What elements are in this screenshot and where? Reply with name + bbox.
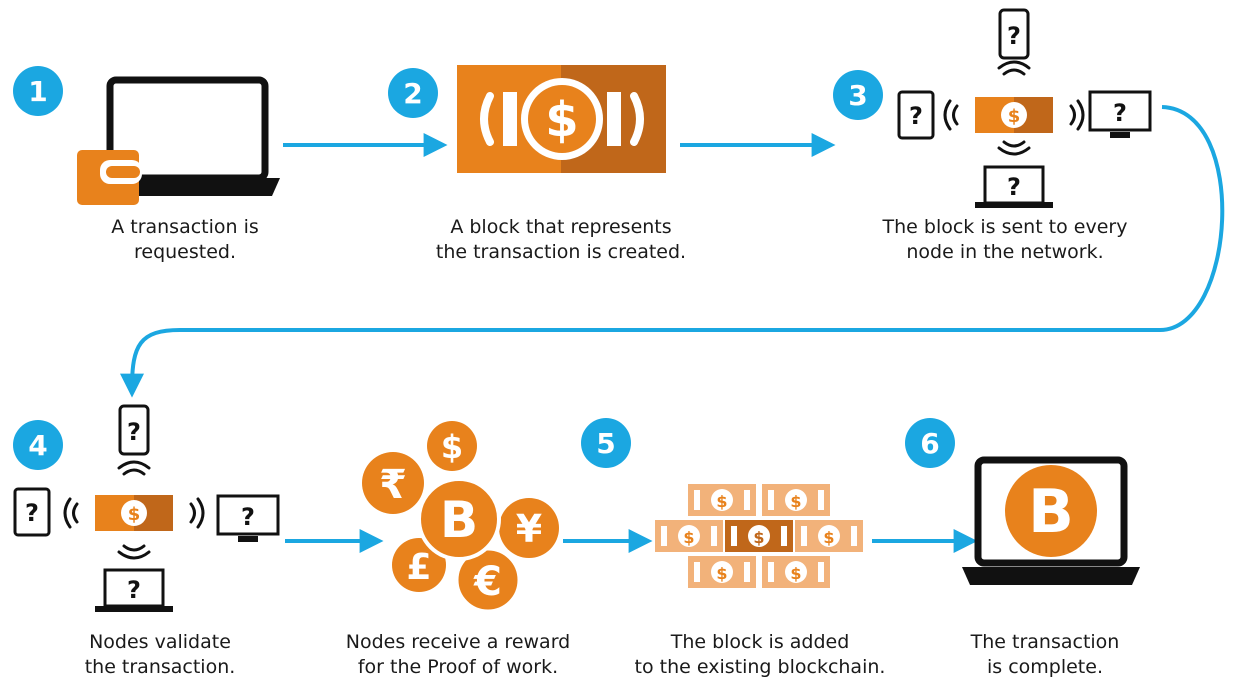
question-glyph: ? <box>1007 22 1021 50</box>
bitcoin-glyph: B <box>1028 477 1074 547</box>
caption-step-5: The block is added to the existing block… <box>634 631 886 678</box>
step-badge-5: 5 <box>581 418 631 468</box>
step-badge-2: 2 <box>388 68 438 118</box>
arrow-3-to-4 <box>120 105 1225 398</box>
dollar-glyph: $ <box>1008 106 1021 127</box>
svg-text:6: 6 <box>920 427 939 460</box>
svg-text:€: € <box>473 559 502 605</box>
network-broadcast-icon: ? ? ? ? $ <box>897 8 1152 208</box>
step-badge-6: 6 <box>905 418 955 468</box>
svg-text:£: £ <box>406 547 431 588</box>
svg-text:¥: ¥ <box>516 507 542 551</box>
dollar-glyph: $ <box>716 492 727 511</box>
blockchain-note-1: $ <box>688 484 756 516</box>
flow-arrows <box>120 105 1225 553</box>
svg-text:2: 2 <box>403 77 422 110</box>
laptop-bitcoin-icon: B <box>962 456 1140 585</box>
dollar-glyph: $ <box>683 528 694 547</box>
dollar-coin-icon: $ <box>427 421 477 471</box>
blockchain-note-4: $ <box>725 520 793 552</box>
dollar-glyph: $ <box>823 528 834 547</box>
svg-text:₹: ₹ <box>379 462 407 508</box>
caption-step-6: The transaction is complete. <box>970 631 1120 678</box>
dollar-glyph: $ <box>128 504 141 525</box>
svg-text:B: B <box>440 491 478 549</box>
svg-text:1: 1 <box>28 75 47 108</box>
dollar-glyph: $ <box>716 564 727 583</box>
banknote-block-icon: $ <box>457 65 666 173</box>
dollar-glyph: $ <box>790 564 801 583</box>
caption-reward: Nodes receive a reward for the Proof of … <box>345 631 571 678</box>
blockchain-note-5: $ <box>795 520 863 552</box>
caption-step-2: A block that represents the transaction … <box>435 216 687 263</box>
blockchain-note-6: $ <box>688 556 756 588</box>
blockchain-blocks-icon: $ $ $ $ $ $ $ <box>655 484 863 588</box>
step-badge-1: 1 <box>13 66 63 116</box>
caption-step-3: The block is sent to every node in the n… <box>882 216 1128 263</box>
blockchain-note-2: $ <box>762 484 830 516</box>
svg-text:$: $ <box>441 428 463 466</box>
blockchain-note-7: $ <box>762 556 830 588</box>
bitcoin-coin-icon: B <box>417 477 501 561</box>
question-glyph: ? <box>909 102 923 130</box>
question-glyph: ? <box>127 576 141 604</box>
question-glyph: ? <box>1113 99 1127 127</box>
rupee-coin-icon: ₹ <box>362 452 424 514</box>
reward-coins-icon: $ ₹ ¥ £ € B <box>362 421 559 613</box>
dollar-glyph: $ <box>790 492 801 511</box>
step-badge-4: 4 <box>13 420 63 470</box>
step-badge-3: 3 <box>833 70 883 120</box>
laptop-wallet-icon <box>77 76 280 205</box>
caption-step-4: Nodes validate the transaction. <box>84 631 236 678</box>
blockchain-note-3: $ <box>655 520 723 552</box>
question-glyph: ? <box>127 418 141 446</box>
question-glyph: ? <box>1007 173 1021 201</box>
euro-coin-icon: € <box>455 547 521 613</box>
caption-step-1: A transaction is requested. <box>111 216 259 263</box>
yen-coin-icon: ¥ <box>499 498 559 558</box>
svg-text:5: 5 <box>596 427 615 460</box>
dollar-glyph: $ <box>753 528 764 547</box>
question-glyph: ? <box>25 499 39 527</box>
svg-text:4: 4 <box>28 429 47 462</box>
svg-text:3: 3 <box>848 79 867 112</box>
dollar-glyph: $ <box>545 92 578 148</box>
nodes-validate-icon: ? ? ? ? $ <box>13 404 280 612</box>
question-glyph: ? <box>241 503 255 531</box>
